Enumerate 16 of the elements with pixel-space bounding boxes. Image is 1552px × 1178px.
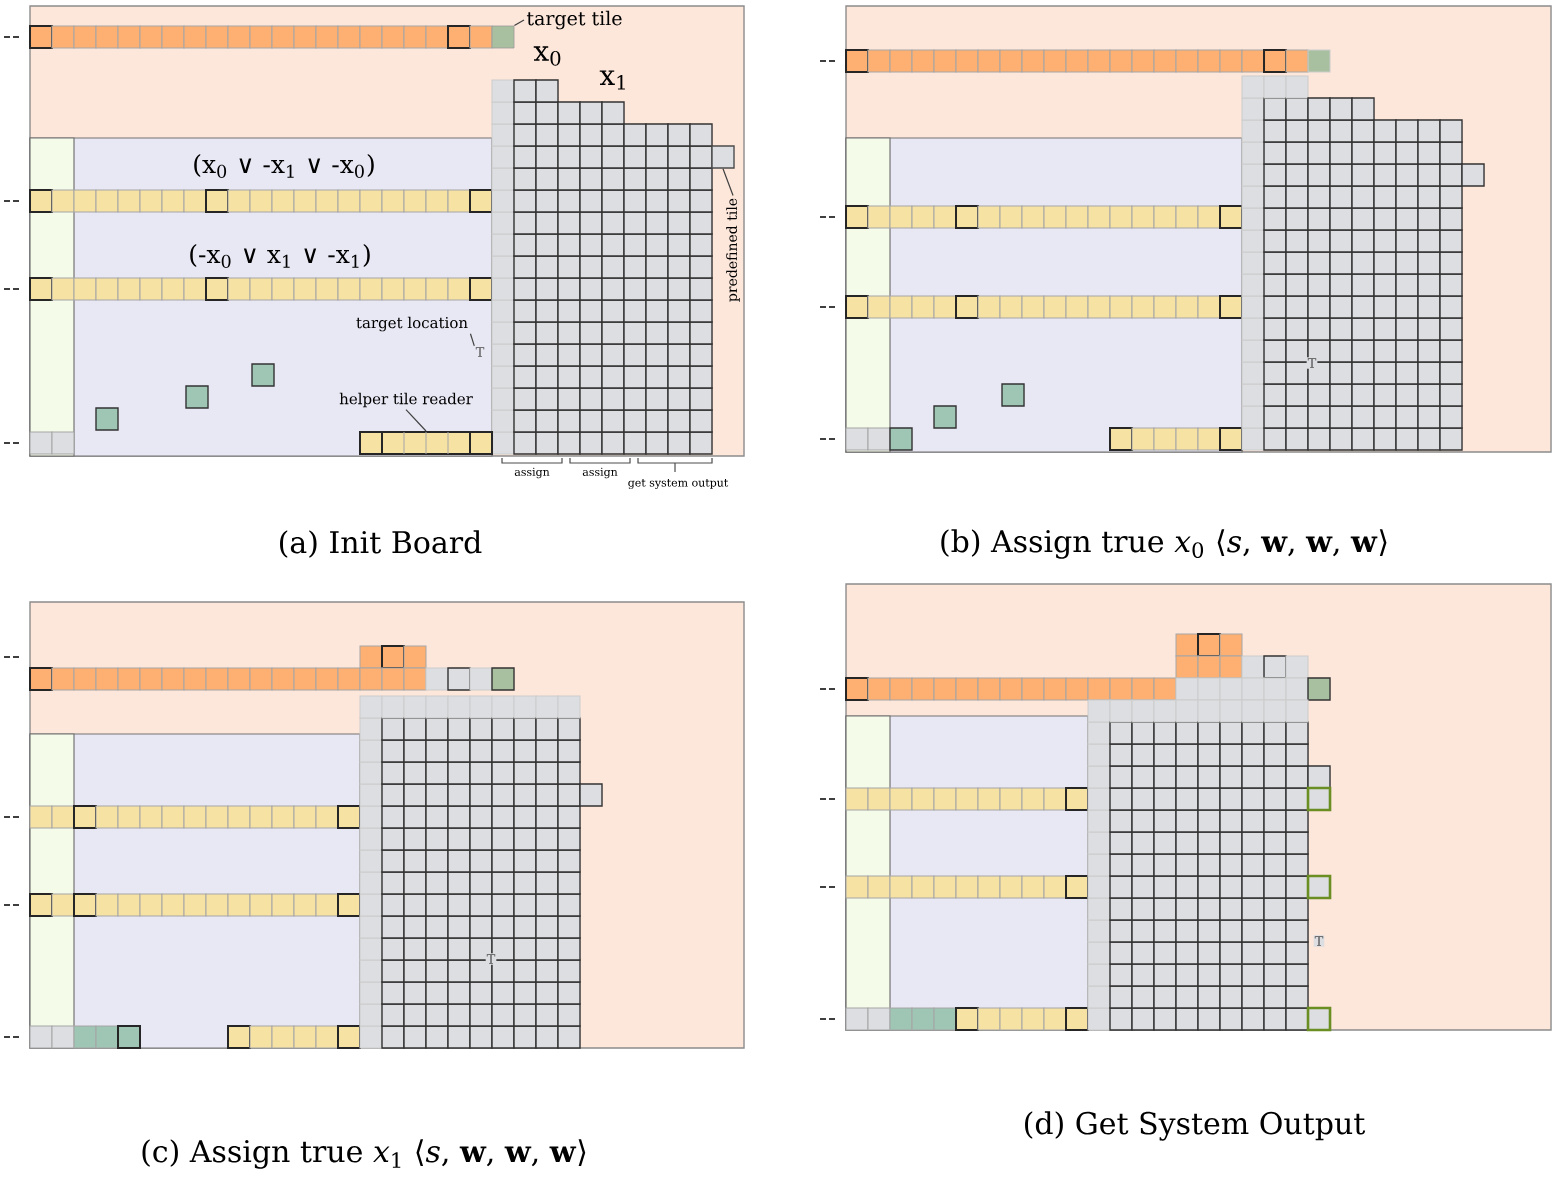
caption: (c) Assign true x$_{1}$ ⟨s, w, w, w⟩ bbox=[142, 1139, 586, 1169]
caption: (a) Init Board bbox=[280, 530, 482, 558]
text-label: target tile bbox=[526, 10, 622, 30]
leader-line bbox=[405, 409, 427, 432]
text-label: (x$_{0}$ ∨ -x$_{1}$ ∨ -x$_{0}$) bbox=[194, 154, 374, 178]
text-label: (-x$_{0}$ ∨ x$_{1}$ ∨ -x$_{1}$) bbox=[190, 244, 370, 268]
target-tile bbox=[491, 25, 515, 49]
leader-line bbox=[513, 19, 525, 27]
tile-row bbox=[359, 431, 493, 455]
text-label: x$_{0}$ bbox=[533, 46, 561, 66]
predefined-tile bbox=[711, 145, 735, 169]
text-label: x$_{1}$ bbox=[599, 70, 625, 90]
caption: (d) Get System Output bbox=[1025, 1111, 1366, 1141]
caption: (b) Assign true x$_{0}$ ⟨s, w, w, w⟩ bbox=[941, 529, 1387, 559]
leader-line bbox=[722, 168, 734, 197]
leader-line bbox=[469, 333, 475, 347]
